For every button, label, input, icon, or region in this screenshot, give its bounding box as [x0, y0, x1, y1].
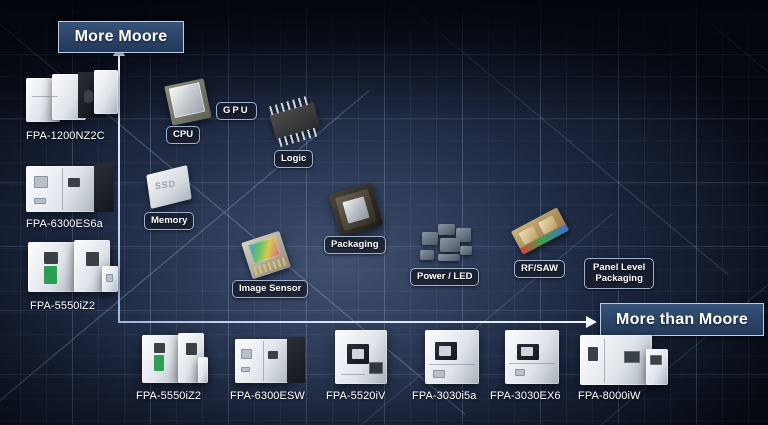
machine-panel	[433, 370, 445, 378]
equipment-bottom-fpa-5550iz2	[142, 333, 208, 385]
machine-screen	[588, 347, 598, 361]
axis-label-more-moore: More Moore	[58, 21, 184, 53]
machine-screen	[352, 349, 364, 359]
equipment-label: FPA-5550iZ2	[30, 300, 96, 312]
machine-seam	[341, 374, 365, 375]
component-label: RF/SAW	[514, 260, 565, 278]
machine-panel	[34, 176, 48, 188]
component-label: Memory	[144, 212, 195, 230]
component-label: GPU	[216, 102, 257, 120]
machine-panel	[241, 367, 250, 372]
horizontal-axis	[119, 321, 591, 323]
machine-seam	[509, 363, 555, 364]
cpu-chip-icon	[164, 78, 212, 126]
machine-screen	[154, 343, 165, 353]
equipment-bottom-fpa-5520iv	[335, 330, 389, 385]
equipment-label: FPA-5520iV	[326, 390, 386, 402]
equipment-fpa-1200nz2c	[26, 70, 118, 125]
arrow-right-icon	[586, 316, 597, 328]
machine-seam	[62, 168, 63, 210]
machine-screen	[68, 178, 80, 187]
machine-green-panel	[44, 266, 57, 284]
machine-body	[198, 357, 208, 383]
machine-seam	[604, 339, 605, 383]
machine-dark-module	[94, 164, 114, 212]
machine-screen	[44, 252, 58, 264]
dip-ic-icon	[269, 95, 321, 147]
power-part	[422, 232, 438, 245]
axis-label-more-than-moore: More than Moore	[600, 303, 764, 336]
equipment-fpa-6300es6a	[26, 162, 118, 214]
machine-seam	[263, 341, 264, 381]
equipment-bottom-fpa-3030i5a	[425, 330, 481, 385]
power-part	[438, 224, 455, 235]
component-label: Power / LED	[410, 268, 480, 286]
machine-screen	[439, 346, 451, 356]
power-part	[438, 254, 460, 261]
power-part	[440, 238, 460, 252]
machine-panel	[650, 355, 662, 365]
machine-body	[94, 70, 118, 114]
component-label: Packaging	[324, 236, 386, 254]
machine-dark-module	[287, 337, 305, 383]
equipment-label: FPA-6300ESW	[230, 390, 305, 402]
equipment-label: FPA-8000iW	[578, 390, 641, 402]
machine-panel	[369, 362, 383, 374]
machine-panel	[34, 198, 46, 204]
equipment-bottom-fpa-8000iw	[580, 335, 670, 387]
machine-panel	[624, 351, 640, 363]
machine-screen	[84, 90, 93, 103]
power-led-components-icon	[420, 224, 478, 272]
power-part	[460, 246, 472, 255]
machine-seam	[32, 96, 58, 97]
component-label: Image Sensor	[232, 280, 309, 298]
equipment-fpa-5550iz2	[28, 240, 120, 296]
power-part	[420, 250, 434, 260]
machine-screen	[268, 351, 278, 359]
equipment-label: FPA-1200NZ2C	[26, 130, 105, 142]
vertical-axis	[118, 53, 120, 323]
equipment-label: FPA-3030i5a	[412, 390, 477, 402]
machine-green-panel	[154, 355, 164, 371]
equipment-bottom-fpa-6300esw	[235, 335, 307, 385]
machine-panel	[241, 349, 252, 359]
component-label-line-2: Packaging	[595, 273, 643, 284]
equipment-label: FPA-5550iZ2	[136, 390, 202, 402]
machine-screen	[86, 252, 99, 266]
component-label-line-1: Panel Level	[593, 262, 646, 273]
equipment-label: FPA-6300ES6a	[26, 218, 103, 230]
equipment-label: FPA-3030EX6	[490, 390, 561, 402]
machine-screen	[521, 347, 533, 356]
equipment-bottom-fpa-3030ex6	[505, 330, 561, 385]
machine-panel	[515, 369, 525, 376]
component-label: CPU	[166, 126, 201, 144]
machine-seam	[429, 364, 475, 365]
component-label: Panel Level Packaging	[584, 258, 655, 289]
component-label: Logic	[274, 150, 314, 168]
machine-screen	[186, 343, 197, 355]
machine-panel	[106, 274, 113, 282]
